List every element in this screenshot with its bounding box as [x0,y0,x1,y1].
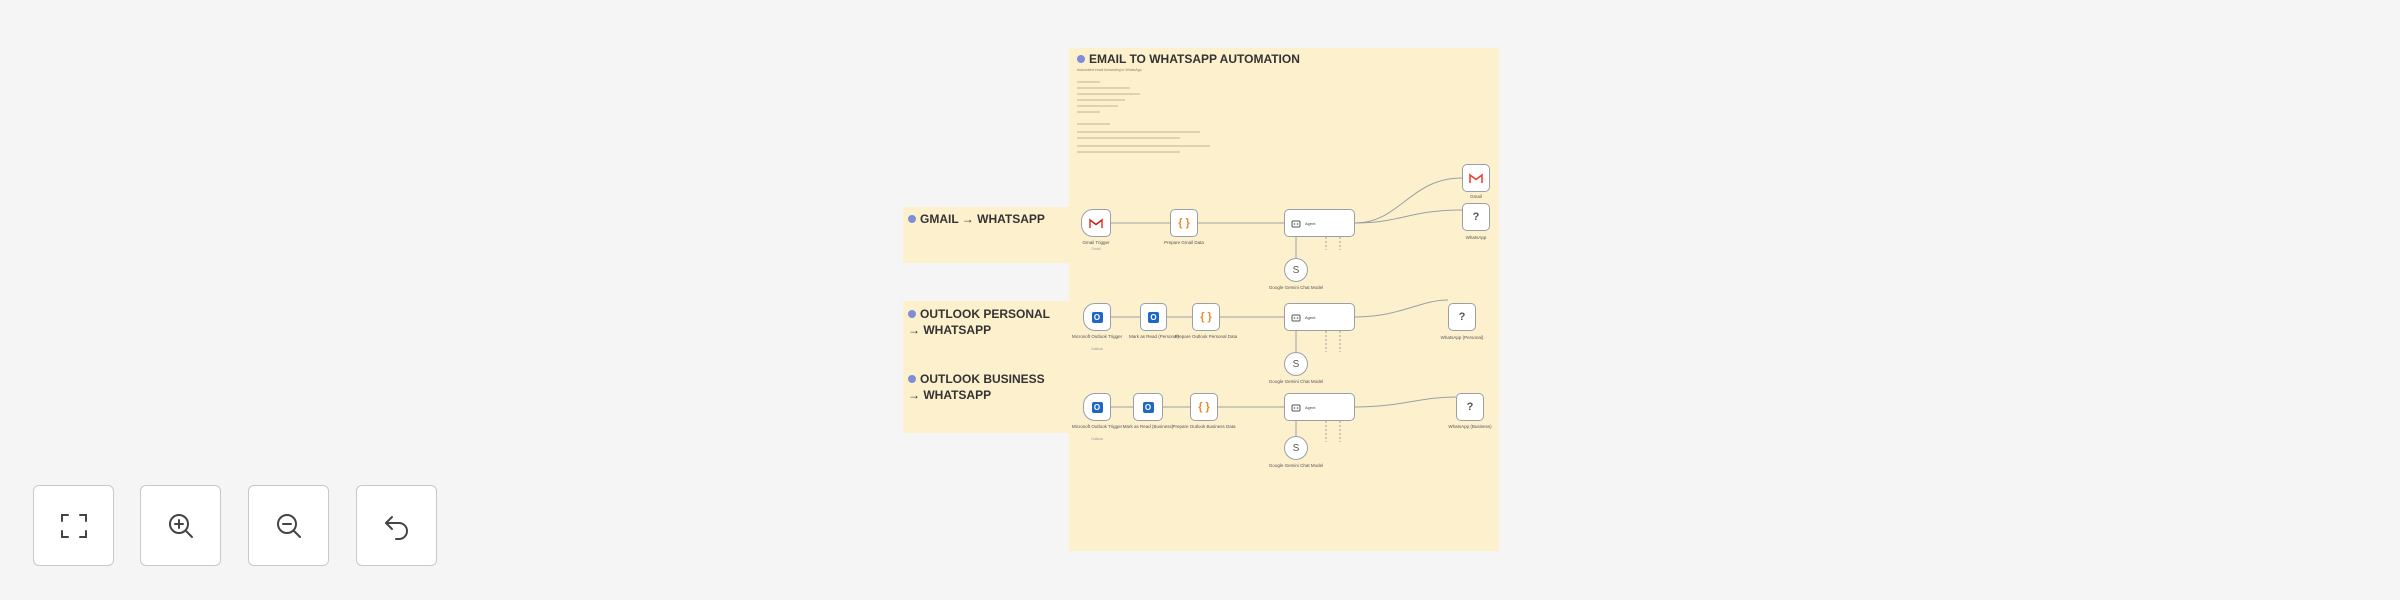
prepare-outlook-business-node[interactable]: { } [1190,393,1218,421]
outlook-personal-trigger-sublabel: Outlook [1090,347,1104,351]
outlook-personal-model-label: Google Gemini Chat Model [1268,379,1324,384]
gmail-model-label: Google Gemini Chat Model [1268,285,1324,290]
note-icon [1077,55,1085,63]
outlook-business-trigger-label: Microsoft Outlook Trigger [1071,424,1123,429]
prepare-outlook-personal-node[interactable]: { } [1192,303,1220,331]
gmail-note-title: GMAIL → WHATSAPP [908,212,1045,226]
gmail-trigger-label: Gmail Trigger [1082,240,1110,245]
main-note-subtitle: Automated email forwarding to WhatsApp [1077,68,1142,72]
fit-view-icon [60,513,87,538]
outlook-business-trigger-node[interactable]: O [1083,393,1111,421]
outlook-personal-whatsapp-node[interactable]: ? [1448,303,1476,331]
gmail-trigger-node[interactable] [1081,209,1111,237]
braces-icon: { } [1178,217,1190,229]
note-icon [908,310,916,318]
gmail-trigger-sublabel: Gmail [1091,247,1101,251]
fit-view-button[interactable] [33,485,114,566]
main-note-title: EMAIL TO WHATSAPP AUTOMATION [1077,52,1300,66]
outlook-personal-trigger-node[interactable]: O [1083,303,1111,331]
outlook-personal-mark-read-node[interactable]: O [1140,303,1167,331]
question-icon: ? [1458,311,1466,323]
robot-icon [1291,220,1301,227]
undo-button[interactable] [356,485,437,566]
outlook-business-trigger-sublabel: Outlook [1090,437,1104,441]
outlook-personal-note-title: OUTLOOK PERSONAL → WHATSAPP [908,307,1050,337]
note-icon [908,215,916,223]
outlook-personal-sticky-note[interactable] [903,301,1069,367]
prepare-outlook-personal-label: Prepare Outlook Personal Data [1174,334,1238,339]
outlook-icon: O [1148,311,1159,323]
outlook-personal-whatsapp-label: WhatsApp (Personal) [1440,335,1484,340]
prepare-gmail-node[interactable]: { } [1170,209,1198,237]
outlook-business-note-title: OUTLOOK BUSINESS → WHATSAPP [908,372,1045,402]
outlook-business-sticky-note[interactable] [903,367,1069,433]
outlook-personal-trigger-label: Microsoft Outlook Trigger [1071,334,1123,339]
undo-icon [384,515,408,540]
model-icon: S [1292,358,1300,370]
gmail-mark-read-node[interactable] [1462,164,1490,192]
zoom-out-icon [276,513,301,538]
outlook-business-whatsapp-label: WhatsApp (Business) [1448,424,1492,429]
outlook-personal-mark-read-label: Mark as Read (Personal) [1128,334,1180,339]
zoom-out-button[interactable] [248,485,329,566]
gmail-sticky-note[interactable] [903,207,1069,263]
prepare-outlook-business-label: Prepare Outlook Business Data [1172,424,1236,429]
question-icon: ? [1466,401,1474,413]
gmail-whatsapp-node[interactable]: ? [1462,203,1490,231]
outlook-icon: O [1091,401,1103,413]
braces-icon: { } [1198,401,1210,413]
gmail-upper-label: Gmail [1470,194,1482,199]
outlook-business-agent-label: Agent [1305,404,1316,410]
outlook-icon: O [1091,311,1103,323]
outlook-icon: O [1142,401,1154,413]
outlook-business-mark-read-node[interactable]: O [1133,393,1163,421]
gmail-icon [1089,217,1103,228]
prepare-gmail-label: Prepare Gmail Data [1164,240,1204,245]
gmail-icon [1469,172,1483,183]
robot-icon [1291,314,1301,321]
note-icon [908,375,916,383]
model-icon: S [1292,264,1300,276]
outlook-personal-model-node[interactable]: S [1284,352,1308,376]
gmail-whatsapp-label: WhatsApp [1465,235,1487,240]
outlook-business-model-label: Google Gemini Chat Model [1268,463,1324,468]
zoom-in-button[interactable] [140,485,221,566]
outlook-business-model-node[interactable]: S [1284,436,1308,460]
gmail-model-node[interactable]: S [1284,258,1308,282]
zoom-in-icon [168,513,193,538]
braces-icon: { } [1200,311,1212,323]
gmail-agent-node[interactable]: Agent [1284,209,1355,237]
robot-icon [1291,404,1301,411]
gmail-agent-label: Agent [1305,220,1316,226]
outlook-personal-agent-label: Agent [1305,314,1316,320]
question-icon: ? [1472,211,1480,223]
outlook-personal-agent-node[interactable]: Agent [1284,303,1355,331]
model-icon: S [1292,442,1300,454]
outlook-business-mark-read-label: Mark as Read (Business) [1122,424,1174,429]
outlook-business-whatsapp-node[interactable]: ? [1456,393,1484,421]
outlook-business-agent-node[interactable]: Agent [1284,393,1355,421]
